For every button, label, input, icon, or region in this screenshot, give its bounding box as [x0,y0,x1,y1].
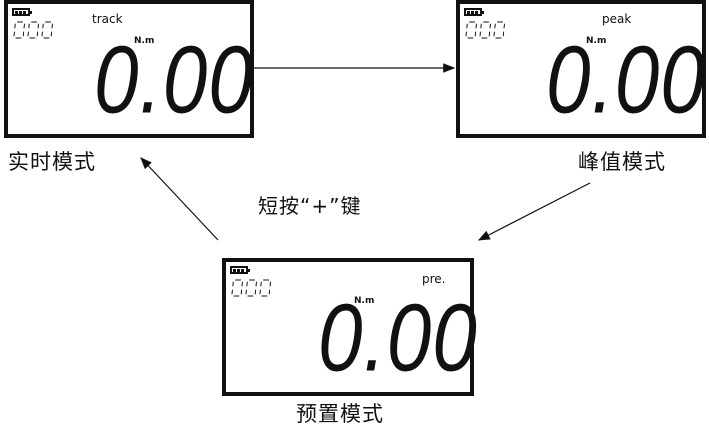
segment-a [262,279,270,281]
reading-value: 0.00 [318,284,478,391]
segment-c [50,31,53,37]
caption-preset: 预置模式 [296,402,384,426]
counter-digits [465,21,505,39]
unit-label: N.m [134,36,155,46]
caption-peak: 峰值模式 [578,150,666,174]
segment-c [488,31,491,37]
segment-e [13,31,15,37]
segment-e [245,289,247,295]
reading-value: 0.00 [94,26,254,133]
segment-a [496,21,504,23]
segment-f [14,23,16,29]
lcd-preset: pre. N.m 0.00 [222,258,477,396]
segment-c [22,31,25,37]
segment-a [234,279,242,281]
seven-segment-digit [479,21,491,39]
segment-b [23,23,25,29]
segment-e [493,31,495,37]
counter-digits [231,279,271,297]
segment-b [503,23,505,29]
segment-e [41,31,43,37]
segment-e [231,289,233,295]
mode-indicator: peak [602,12,632,26]
lcd-peak: peak N.m 0.00 [456,0,706,138]
unit-label: N.m [586,36,607,46]
instruction-text: 短按“+”键 [258,194,362,218]
segment-d [29,37,36,39]
segment-f [42,23,44,29]
lcd-realtime: track N.m 0.00 [4,0,254,138]
seven-segment-digit [41,21,53,39]
segment-d [467,37,474,39]
segment-e [27,31,29,37]
segment-d [495,37,502,39]
segment-a [482,21,490,23]
segment-b [475,23,477,29]
segment-f [28,23,30,29]
seven-segment-digit [13,21,25,39]
battery-full-icon [230,266,250,274]
battery-full-icon [12,8,32,16]
segment-b [37,23,39,29]
seven-segment-digit [259,279,271,297]
arrow-preset-to-realtime [140,157,219,241]
mode-indicator: track [92,12,123,26]
counter-digits [13,21,53,39]
segment-c [502,31,505,37]
segment-b [51,23,53,29]
segment-f [246,281,248,287]
segment-c [240,289,243,295]
segment-d [233,295,240,297]
segment-a [16,21,24,23]
seven-segment-digit [465,21,477,39]
seven-segment-digit [231,279,243,297]
segment-c [268,289,271,295]
segment-a [468,21,476,23]
segment-b [269,281,271,287]
segment-d [15,37,22,39]
seven-segment-digit [493,21,505,39]
arrow-peak-to-preset [477,182,591,241]
segment-e [479,31,481,37]
segment-d [261,295,268,297]
segment-e [465,31,467,37]
segment-b [489,23,491,29]
segment-a [30,21,38,23]
segment-f [480,23,482,29]
segment-d [247,295,254,297]
battery-full-icon [464,8,484,16]
unit-label: N.m [354,296,375,306]
segment-e [259,289,261,295]
mode-indicator: pre. [422,272,446,286]
segment-f [466,23,468,29]
segment-f [260,281,262,287]
segment-d [481,37,488,39]
segment-c [254,289,257,295]
segment-c [474,31,477,37]
segment-a [248,279,256,281]
segment-b [241,281,243,287]
segment-c [36,31,39,37]
caption-realtime: 实时模式 [8,150,96,174]
seven-segment-digit [27,21,39,39]
reading-value: 0.00 [546,26,706,133]
segment-d [43,37,50,39]
segment-b [255,281,257,287]
segment-f [494,23,496,29]
seven-segment-digit [245,279,257,297]
segment-a [44,21,52,23]
segment-f [232,281,234,287]
